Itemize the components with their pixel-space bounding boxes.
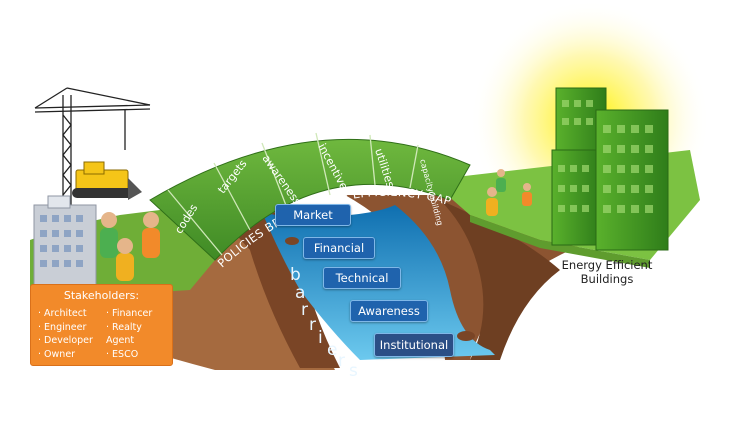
stakeholder-figures bbox=[100, 212, 160, 281]
stakeholder-item: Owner bbox=[38, 348, 93, 362]
energy-efficient-buildings bbox=[551, 87, 669, 251]
barrier-technical: Technical bbox=[323, 267, 401, 289]
rock bbox=[285, 237, 299, 245]
bridge-segment-dividers bbox=[167, 132, 419, 256]
stakeholder-item: ESCO bbox=[106, 348, 172, 362]
stakeholders-title: Stakeholders: bbox=[63, 289, 140, 302]
barriers-word: b a r r i e r s bbox=[290, 265, 358, 381]
right-figures bbox=[486, 169, 532, 216]
barriers-letter: a bbox=[295, 283, 305, 303]
stakeholder-item: Architect bbox=[38, 307, 93, 321]
barrier-market: Market bbox=[275, 204, 351, 226]
barrier-technical-label: Technical bbox=[335, 271, 389, 285]
barriers-letter: e bbox=[327, 340, 337, 360]
right-plateau-edge bbox=[470, 215, 650, 268]
barrier-awareness-label: Awareness bbox=[358, 304, 420, 318]
existing-building bbox=[33, 195, 97, 286]
barrier-institutional: Institutional bbox=[374, 333, 454, 357]
rock bbox=[457, 331, 475, 341]
destination-label-line: Energy Efficient bbox=[561, 258, 653, 272]
stakeholder-item: Realty Agent bbox=[106, 321, 172, 348]
stakeholders-list-left: Architect Engineer Developer Owner bbox=[38, 307, 93, 361]
barrier-institutional-label: Institutional bbox=[379, 338, 449, 352]
destination-label-line: Buildings bbox=[580, 272, 634, 286]
bulldozer bbox=[72, 161, 142, 200]
energy-efficient-buildings-label: Energy Efficient Buildings bbox=[552, 258, 662, 286]
stakeholder-item: Financer bbox=[106, 307, 172, 321]
barriers-letter: b bbox=[290, 265, 301, 285]
stakeholder-item: Engineer bbox=[38, 321, 93, 335]
barrier-awareness: Awareness bbox=[350, 300, 428, 322]
barriers-letter: r bbox=[301, 300, 308, 320]
barrier-financial-label: Financial bbox=[313, 241, 365, 255]
barriers-letter: s bbox=[349, 361, 358, 381]
barriers-letter: r bbox=[338, 351, 345, 371]
barriers-letter: r bbox=[309, 315, 316, 335]
barrier-financial: Financial bbox=[303, 237, 375, 259]
stakeholders-panel: Stakeholders: Architect Engineer Develop… bbox=[30, 284, 173, 366]
barrier-market-label: Market bbox=[293, 208, 333, 222]
crane bbox=[34, 87, 151, 205]
stakeholders-list-right: Financer Realty Agent ESCO bbox=[106, 307, 172, 361]
stakeholder-item: Developer bbox=[38, 334, 93, 348]
barriers-letter: i bbox=[318, 328, 323, 348]
